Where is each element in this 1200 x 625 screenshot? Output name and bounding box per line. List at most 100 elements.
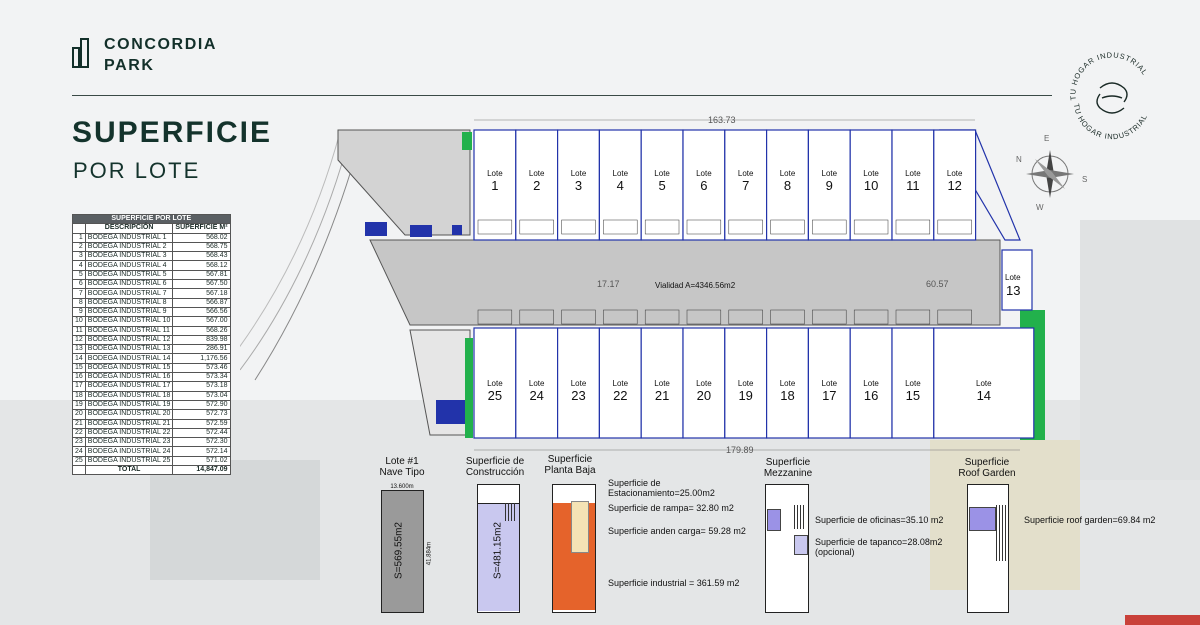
lot-number: 6 bbox=[700, 178, 707, 193]
row-area: 839.98 bbox=[172, 334, 231, 346]
lot-number: 5 bbox=[658, 178, 665, 193]
dim-top: 163.73 bbox=[708, 115, 736, 125]
row-number: 21 bbox=[72, 418, 86, 429]
lot-word: Lote bbox=[654, 169, 670, 178]
icon-marker-3 bbox=[452, 225, 462, 235]
site-plan: Lote1Lote2Lote3Lote4Lote5Lote6Lote7Lote8… bbox=[240, 115, 1045, 455]
lot-number: 24 bbox=[529, 388, 543, 403]
lot-word: Lote bbox=[529, 169, 545, 178]
row-description: BODEGA INDUSTRIAL 1 bbox=[84, 232, 174, 243]
lot-word: Lote bbox=[571, 379, 587, 388]
roof-note: Superficie roof garden=69.84 m2 bbox=[1024, 515, 1156, 525]
row-area: 568.43 bbox=[172, 251, 231, 262]
row-number: 12 bbox=[72, 334, 86, 346]
row-number: 11 bbox=[72, 325, 86, 336]
row-description: BODEGA INDUSTRIAL 17 bbox=[84, 381, 174, 392]
lot-number: 18 bbox=[780, 388, 794, 403]
header-divider bbox=[72, 95, 1052, 96]
row-area: 566.56 bbox=[172, 306, 231, 318]
table-row: 2 BODEGA INDUSTRIAL 2 568.75 bbox=[72, 241, 231, 253]
table-row: 15 BODEGA INDUSTRIAL 15 573.46 bbox=[72, 362, 231, 374]
lot-number: 19 bbox=[738, 388, 752, 403]
mezzanine-title: Superficie Mezzanine bbox=[763, 457, 813, 479]
green-area bbox=[462, 132, 472, 150]
lot-number: 9 bbox=[826, 178, 833, 193]
table-row: 18 BODEGA INDUSTRIAL 18 573.04 bbox=[72, 390, 231, 401]
lot-number: 2 bbox=[533, 178, 540, 193]
lot-number: 14 bbox=[977, 388, 991, 403]
lot-word: Lote bbox=[905, 379, 921, 388]
lot-word: Lote bbox=[822, 379, 838, 388]
access-road-edge bbox=[254, 139, 361, 381]
row-area: 1,176.56 bbox=[172, 353, 231, 364]
lot-number: 10 bbox=[864, 178, 878, 193]
lot-number: 23 bbox=[571, 388, 585, 403]
lot-number: 16 bbox=[864, 388, 878, 403]
roof-plan bbox=[967, 484, 1009, 613]
total-value: 14,847.09 bbox=[172, 464, 231, 476]
entrance-parking bbox=[337, 129, 471, 236]
lot-13[interactable] bbox=[1001, 249, 1033, 311]
row-description: BODEGA INDUSTRIAL 4 bbox=[84, 260, 174, 271]
icon-marker-1 bbox=[410, 225, 432, 237]
lot-word: Lote bbox=[529, 379, 545, 388]
compass-rose-icon: N E S W bbox=[1016, 134, 1087, 212]
lot-number: 17 bbox=[822, 388, 836, 403]
planta-note-industrial: Superficie industrial = 361.59 m2 bbox=[608, 578, 740, 588]
lot-number: 22 bbox=[613, 388, 627, 403]
lot-word: Lote bbox=[822, 169, 838, 178]
lot-word: Lote bbox=[863, 169, 879, 178]
row-area: 572.73 bbox=[172, 409, 231, 420]
lot-13-number: 13 bbox=[1006, 283, 1020, 298]
planta-note-rampa: Superficie de rampa= 32.80 m2 bbox=[608, 503, 734, 513]
row-number: 14 bbox=[72, 353, 86, 364]
table-row: 1 BODEGA INDUSTRIAL 1 568.02 bbox=[72, 232, 231, 243]
table-title: SUPERFICIE POR LOTE bbox=[72, 213, 231, 225]
row-number: 19 bbox=[72, 399, 86, 411]
accent-bar bbox=[1125, 615, 1200, 625]
construccion-area: S=481.15m2 bbox=[492, 522, 504, 579]
mezzanine-note-oficinas: Superficie de oficinas=35.10 m2 bbox=[815, 515, 944, 525]
row-area: 567.81 bbox=[172, 269, 231, 281]
row-area: 572.90 bbox=[172, 399, 231, 411]
brand-name-line2: PARK bbox=[104, 57, 155, 74]
row-number: 8 bbox=[72, 297, 86, 308]
row-area: 573.46 bbox=[172, 362, 231, 374]
dim-left: 17.17 bbox=[597, 279, 620, 289]
lot-word: Lote bbox=[738, 379, 754, 388]
table-row: 19 BODEGA INDUSTRIAL 19 572.90 bbox=[72, 399, 231, 411]
nave-dim-side: 41.884m bbox=[426, 541, 433, 566]
lot-number: 4 bbox=[617, 178, 624, 193]
row-number: 10 bbox=[72, 316, 86, 327]
nave-area: S=569.55m2 bbox=[393, 522, 405, 579]
lot-word: Lote bbox=[780, 379, 796, 388]
lot-word: Lote bbox=[487, 379, 503, 388]
row-number: 2 bbox=[72, 241, 86, 253]
row-number: 7 bbox=[72, 288, 86, 299]
row-number: 20 bbox=[72, 409, 86, 420]
